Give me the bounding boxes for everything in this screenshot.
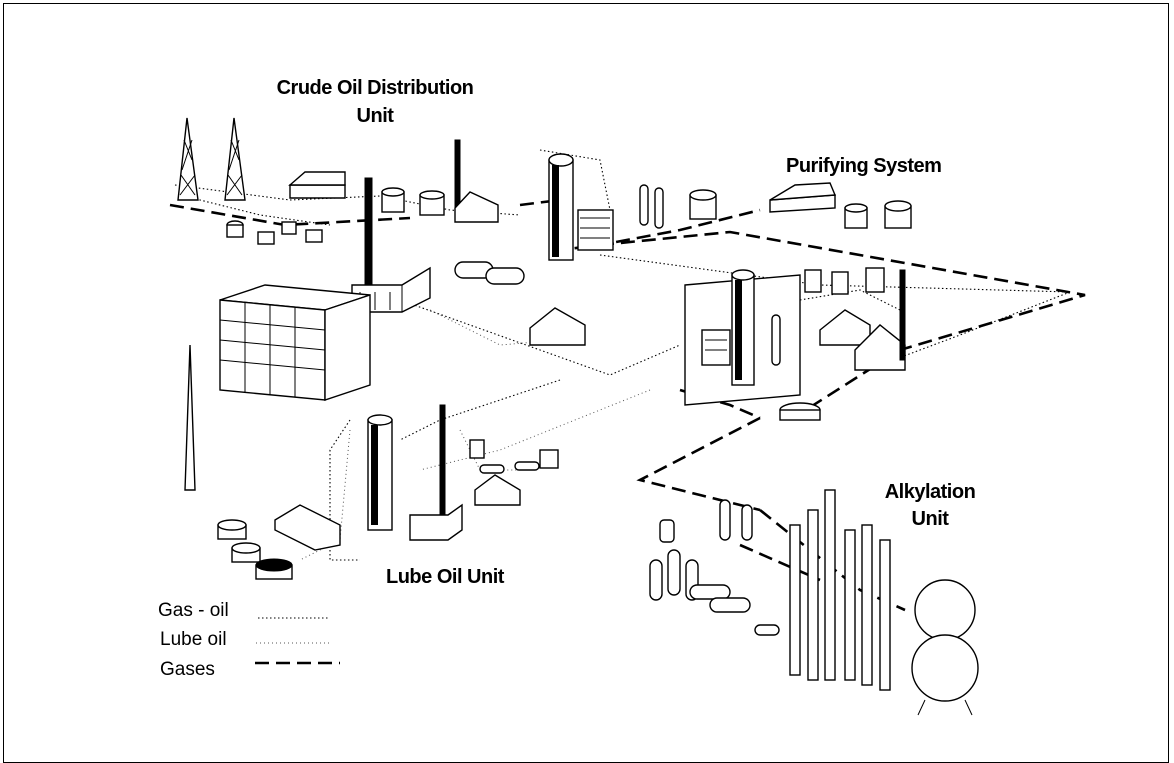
alkylation-unit-label-line2: Unit: [912, 508, 950, 530]
control-panel: [702, 330, 730, 365]
pillar-central: [772, 315, 780, 365]
storage-tank-1: [382, 188, 404, 212]
distillation-column-1: [549, 154, 573, 260]
stack-2: [900, 270, 905, 360]
lube-oil-unit-label: Lube Oil Unit: [386, 566, 505, 588]
spherical-tanks: [912, 580, 978, 715]
purifying-tank-1: [690, 190, 716, 219]
lube-shed: [275, 505, 340, 550]
round-tank: [780, 403, 820, 420]
oil-derrick-1: [178, 118, 198, 200]
mid-house: [530, 308, 585, 345]
tank-small-1-body: [227, 225, 243, 237]
purifying-tank-3: [885, 201, 911, 228]
legend-gases-label: Gases: [160, 659, 215, 680]
purifying-system: [640, 183, 911, 228]
alkylation-columns: [790, 490, 890, 690]
crude-oil-distribution-label-line2: Unit: [357, 105, 395, 127]
purifying-tank-2: [845, 204, 867, 228]
lube-small-tanks: [470, 440, 558, 473]
tank-small-3: [282, 222, 296, 234]
crude-oil-distribution-label-line1: Crude Oil Distribution: [277, 77, 474, 99]
tank-small-2: [258, 232, 274, 244]
small-tank-cluster: [805, 268, 884, 294]
oil-derrick-2: [225, 118, 245, 200]
gases-pipelines: [170, 200, 1085, 610]
storage-tank-2: [420, 191, 444, 215]
purifying-pillars: [640, 185, 663, 228]
legend-lube-oil-label: Lube oil: [160, 629, 227, 650]
heat-exchanger-rack: [578, 210, 613, 250]
lube-house: [475, 475, 520, 505]
distillation-column-3: [368, 415, 392, 530]
legend-gas-oil-label: Gas - oil: [158, 600, 229, 621]
distillation-column-2: [732, 270, 754, 385]
horizontal-tanks: [455, 262, 524, 284]
central-processing: [685, 268, 905, 420]
storage-warehouse: [220, 285, 370, 400]
purifying-system-label: Purifying System: [786, 155, 941, 177]
refinery-diagram: Crude Oil Distribution Unit Purifying Sy…: [0, 0, 1174, 729]
crude-shed: [290, 172, 345, 198]
legend: Gas - oil Lube oil Gases: [158, 600, 340, 680]
crude-house: [455, 192, 498, 222]
lube-building: [410, 505, 462, 540]
crude-oil-distribution-unit: [178, 118, 613, 312]
purifying-house: [770, 183, 835, 212]
tank-small-4: [306, 230, 322, 242]
lube-oil-unit-equipment: [218, 405, 558, 579]
alkylation-unit-label-line1: Alkylation: [885, 481, 976, 503]
stack-3: [440, 405, 445, 515]
twin-houses: [820, 310, 905, 370]
radio-mast: [185, 345, 195, 490]
